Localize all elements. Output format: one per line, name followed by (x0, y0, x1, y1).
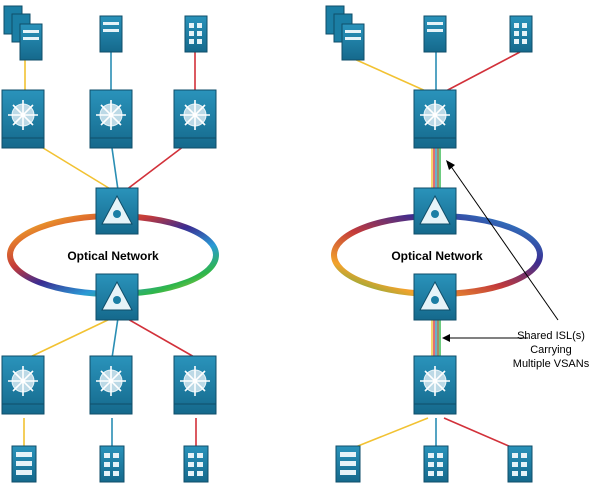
mds-director-switch-icon (1, 355, 45, 415)
link-yellow (27, 317, 113, 359)
storage-array-icon (99, 445, 125, 483)
link-yellow (351, 57, 429, 93)
mds-director-switch-icon (413, 89, 457, 149)
mds-director-switch-icon (173, 89, 217, 149)
shared-isl-upper (431, 148, 441, 190)
optical-multiplexer-icon (95, 273, 139, 321)
storage-array-icon (335, 445, 361, 483)
storage-array-icon (507, 445, 533, 483)
optical-network-label: Optical Network (391, 249, 483, 263)
server-icon (325, 5, 365, 61)
storage-array-icon (184, 15, 208, 53)
mds-director-switch-icon (413, 355, 457, 415)
link-teal (111, 147, 119, 191)
link-teal (111, 317, 119, 359)
storage-array-icon (509, 15, 533, 53)
storage-array-icon (423, 445, 449, 483)
annotation-arrows (442, 160, 559, 342)
link-red (125, 317, 197, 359)
optical-multiplexer-icon (413, 187, 457, 235)
storage-array-icon (183, 445, 209, 483)
storage-array-icon (11, 445, 37, 483)
left-topology: Optical Network (1, 5, 219, 483)
shared-isl-annotation: Shared ISL(s) Carrying Multiple VSANs (492, 329, 610, 371)
mds-director-switch-icon (89, 355, 133, 415)
link-red (443, 417, 519, 451)
optical-multiplexer-icon (95, 187, 139, 235)
server-icon (99, 15, 123, 53)
right-topology: Optical Network (325, 5, 559, 483)
annotation-line-3: Multiple VSANs (512, 358, 590, 370)
server-icon (423, 15, 447, 53)
link-yellow (347, 417, 429, 451)
link-red (443, 51, 521, 93)
mds-director-switch-icon (1, 89, 45, 149)
mds-director-switch-icon (89, 89, 133, 149)
annotation-line-2: Carrying (530, 344, 572, 356)
optical-multiplexer-icon (413, 273, 457, 321)
annotation-line-1: Shared ISL(s) (517, 330, 585, 342)
optical-network-label: Optical Network (67, 249, 159, 263)
shared-isl-lower (431, 318, 441, 358)
server-icon (3, 5, 43, 61)
mds-director-switch-icon (173, 355, 217, 415)
